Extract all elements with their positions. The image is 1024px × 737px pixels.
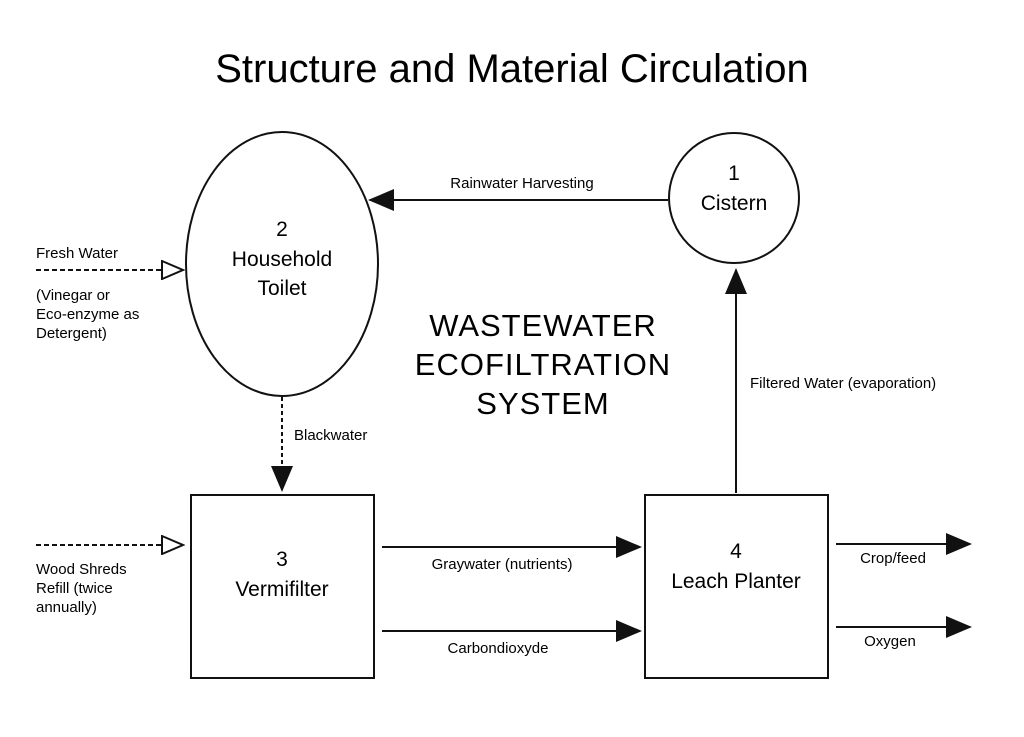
system-label-line-1: WASTEWATER [429, 308, 657, 343]
wood-shreds-label-line-1: Wood Shreds [36, 561, 127, 578]
toilet-label-line-2: Toilet [257, 277, 306, 300]
system-label-line-3: SYSTEM [476, 386, 609, 421]
system-label-line-2: ECOFILTRATION [415, 347, 671, 382]
toilet-label-line-1: Household [232, 248, 332, 271]
toilet-number: 2 [276, 218, 288, 241]
cistern-number: 1 [728, 162, 740, 185]
crop-label: Crop/feed [860, 550, 926, 567]
planter-node: 4 Leach Planter [644, 494, 829, 679]
cistern-circle [668, 132, 800, 264]
graywater-label: Graywater (nutrients) [432, 556, 573, 573]
planter-box [644, 494, 829, 679]
oxygen-label: Oxygen [864, 633, 916, 650]
fresh-water-label: Fresh Water [36, 245, 118, 262]
cistern-label: Cistern [701, 192, 768, 215]
toilet-ellipse [185, 131, 379, 397]
vermifilter-number: 3 [276, 548, 288, 571]
blackwater-label: Blackwater [294, 427, 367, 444]
wood-shreds-label-line-2: Refill (twice [36, 580, 113, 597]
rainwater-label: Rainwater Harvesting [450, 175, 593, 192]
detergent-label-line-1: (Vinegar or [36, 287, 110, 304]
planter-number: 4 [730, 540, 742, 563]
diagram-title: Structure and Material Circulation [215, 47, 809, 91]
detergent-label-line-3: Detergent) [36, 325, 107, 342]
toilet-node: 2 Household Toilet [185, 131, 379, 397]
vermifilter-node: 3 Vermifilter [190, 494, 375, 679]
wood-shreds-label-line-3: annually) [36, 599, 97, 616]
planter-label: Leach Planter [671, 570, 801, 593]
filtered-water-label: Filtered Water (evaporation) [750, 375, 936, 392]
cistern-node: 1 Cistern [668, 132, 800, 264]
co2-label: Carbondioxyde [448, 640, 549, 657]
vermifilter-box [190, 494, 375, 679]
vermifilter-label: Vermifilter [235, 578, 328, 601]
detergent-label-line-2: Eco-enzyme as [36, 306, 139, 323]
